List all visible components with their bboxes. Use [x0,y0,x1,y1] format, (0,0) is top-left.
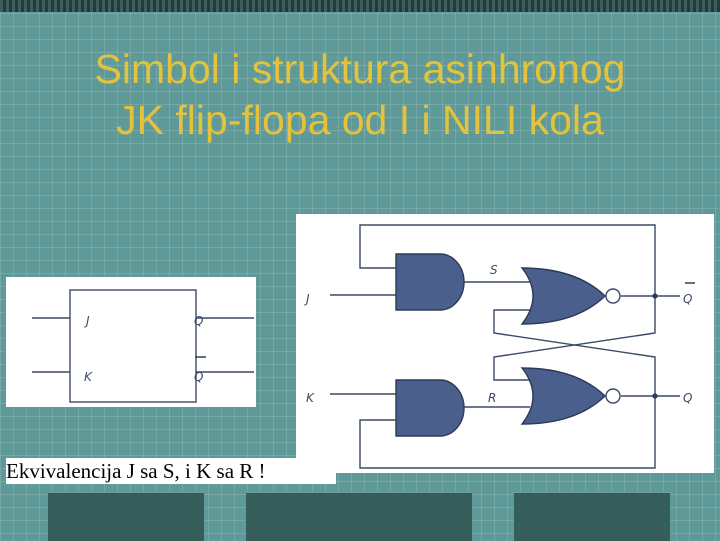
jk-symbol-box [69,289,197,403]
top-decorative-bar [0,0,720,12]
nor-top-inversion-bubble [605,288,621,304]
nor-gate-bottom [520,367,607,425]
slide-title-line-1: Simbol i struktura asinhronog [94,46,626,92]
junction-q-bar [652,293,658,299]
circuit-label-r: R [488,391,496,405]
and-gate-top [395,253,465,311]
symbol-label-j: J [84,314,90,328]
circuit-label-j: J [304,292,310,306]
circuit-panel [296,214,714,473]
circuit-label-q: Q [683,391,692,405]
footer-block-middle [246,492,472,541]
circuit-label-s: S [490,263,498,277]
nor-gate-top [520,267,607,325]
equivalence-caption: Ekvivalencija J sa S, i K sa R ! [6,458,336,484]
wire-cross-q [493,309,656,396]
footer-block-right [514,492,670,541]
wire-feedback-top [359,224,656,296]
symbol-label-k: K [84,370,93,384]
symbol-label-q-bar: Q [194,370,203,384]
and-gate-bottom [395,379,465,437]
wire-cross-q-bar [493,296,656,381]
nor-bottom-inversion-bubble [605,388,621,404]
footer-block-left [48,492,204,541]
symbol-label-q: Q [194,314,203,328]
wire-feedback-bottom [359,396,656,469]
slide-title-line-2: JK flip-flopa od I i NILI kola [116,97,604,143]
junction-q [652,393,658,399]
symbol-panel [6,277,256,407]
slide-title: Simbol i struktura asinhronog JK flip-fl… [0,44,720,146]
circuit-wiring [330,224,680,469]
circuit-label-k: K [306,391,315,405]
circuit-label-q-bar: Q [683,292,692,306]
jk-symbol [32,289,254,403]
